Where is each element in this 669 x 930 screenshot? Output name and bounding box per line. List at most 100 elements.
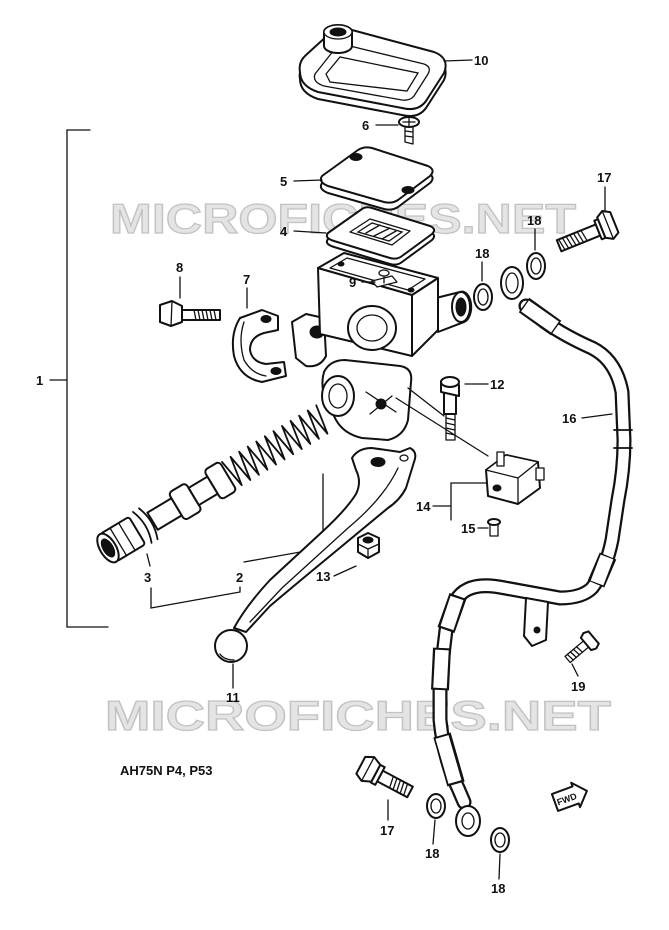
callout-13: 13 (316, 569, 330, 584)
part-12-thread-lines (445, 417, 456, 436)
part-13-hole (362, 536, 374, 544)
part-6-thread-b (404, 135, 414, 138)
part-15-head (487, 518, 501, 526)
part-18-lower-left-hole (430, 798, 442, 814)
callout-18-upper-left: 18 (475, 246, 489, 261)
part-18-upper-right-hole (530, 257, 542, 275)
part-6-thread-a (404, 130, 414, 133)
callout-7: 7 (243, 272, 250, 287)
part-16-sleeve-low-a-inner (440, 595, 464, 631)
leader-10 (443, 59, 473, 62)
callout-5: 5 (280, 174, 287, 189)
piston-boot-rib-a (109, 527, 128, 557)
part-19-threads (566, 646, 584, 661)
part-17-lower-head-edge (360, 756, 375, 782)
part-17-lower (355, 755, 414, 799)
part-10 (298, 24, 447, 118)
centerline-switch-a (395, 397, 489, 457)
part-12-thread (445, 411, 456, 441)
part-14-screw-hole (492, 484, 502, 492)
body-rim-hole-b (407, 287, 415, 293)
part-11-pivot-hole (370, 457, 386, 467)
centerline-switch-b (407, 387, 445, 417)
callout-18-lower-left: 18 (425, 846, 439, 861)
part-11-ball-shade (219, 653, 235, 661)
part-13 (357, 532, 380, 559)
part-14 (485, 451, 545, 505)
callout-14: 14 (416, 499, 431, 514)
fwd-arrow-icon: FWD (550, 781, 588, 812)
part-16-sleeve-top-inner (521, 300, 559, 333)
part-18-lower-left (426, 793, 446, 819)
callout-4: 4 (280, 224, 288, 239)
part-9-head (378, 269, 390, 277)
callout-9: 9 (349, 275, 356, 290)
fwd-arrow-shape (550, 781, 588, 812)
leader-18-lower-left (432, 819, 436, 845)
callout-8: 8 (176, 260, 183, 275)
watermark-bottom: MICROFICHES.NET (105, 692, 611, 739)
part-10-inner (325, 56, 420, 92)
piston-cup-b (204, 461, 237, 500)
part-11-lever (233, 447, 417, 633)
part-11-rib (249, 467, 399, 623)
part-14-terminal (535, 467, 545, 481)
part-5-hole-b (401, 186, 415, 194)
part-10-boss-hole (329, 27, 347, 37)
part-9 (371, 269, 398, 288)
part-16-sleeve-mid-inner (590, 554, 614, 586)
leader-18-lower-right (498, 853, 501, 880)
part-15 (487, 518, 501, 537)
leader-13 (333, 565, 357, 577)
part-7-edge (240, 321, 267, 377)
part-16-banjo-bottom-hole (461, 812, 475, 830)
leader-16 (581, 413, 613, 419)
part-4-window-inner (356, 222, 404, 242)
part-7 (231, 309, 287, 383)
leader-3 (146, 553, 151, 567)
part-16-hose-bracket (523, 597, 549, 647)
callout-12: 12 (490, 377, 504, 392)
body-pivot-hole (375, 398, 387, 410)
part-7-hole-top (260, 315, 272, 323)
part-8-head-edge (170, 300, 173, 327)
piston-circlip (132, 507, 159, 544)
part-4 (325, 206, 436, 266)
piston-spring (221, 404, 329, 487)
callout-6: 6 (362, 118, 369, 133)
part-19-head (579, 630, 600, 652)
master-cylinder-body (291, 252, 473, 441)
callout-10: 10 (474, 53, 488, 68)
callout-18-lower-right: 18 (491, 881, 505, 896)
leader-5 (293, 179, 323, 182)
model-code: AH75N P4, P53 (120, 763, 213, 778)
callout-18-upper-right: 18 (527, 213, 541, 228)
part-6 (398, 116, 420, 145)
part-18-upper-left (473, 283, 493, 311)
assembly-bracket (66, 129, 109, 628)
part-11 (214, 447, 417, 663)
callout-17-upper: 17 (597, 170, 611, 185)
part-11-ball (214, 629, 248, 663)
part-8 (159, 300, 221, 327)
part-5 (319, 146, 434, 211)
part-5-hole-a (349, 153, 363, 161)
part-18-upper-right (526, 252, 546, 280)
body-rim-hole-a (337, 261, 345, 267)
part-17-upper-threads (558, 229, 588, 251)
part-4-window (349, 218, 411, 246)
part-16-bracket-hole (533, 626, 541, 634)
part-16-sleeve-low-c-inner (435, 735, 462, 784)
part-18-lower-right-hole (494, 832, 506, 848)
part-12-head-top (440, 376, 460, 388)
leader-19 (571, 663, 579, 677)
watermark-top: MICROFICHES.NET (110, 195, 576, 242)
part-7-hole-bottom (270, 367, 282, 375)
part-18-lower-right (490, 827, 510, 853)
part-11-tab-hole (399, 454, 409, 462)
callout-3: 3 (144, 570, 151, 585)
part-14-plunger (496, 451, 505, 467)
part-18-upper-left-hole (477, 288, 489, 306)
callout-17-lower: 17 (380, 823, 394, 838)
